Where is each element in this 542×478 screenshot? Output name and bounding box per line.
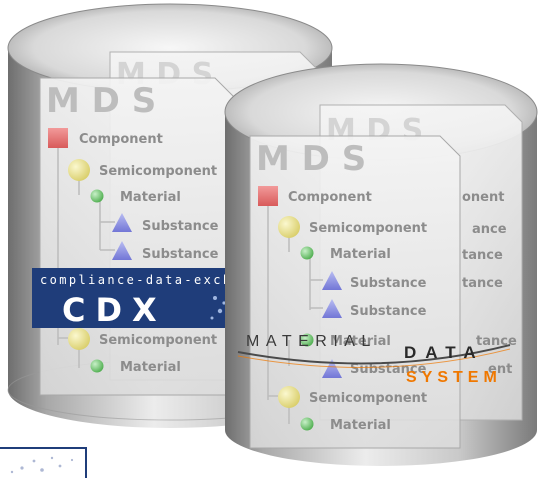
left-semicomponent-circle-icon: [68, 159, 90, 181]
left-tree-label: Semicomponent: [99, 333, 217, 348]
material-data-system-logo: MATERIAL DATA SYSTEM: [237, 333, 511, 386]
left-substance-triangle-icon: [112, 241, 132, 260]
left-substance-triangle-icon: [112, 213, 132, 232]
left-tree-label: Semicomponent: [99, 164, 217, 179]
mds-logo-material: MATERIAL: [246, 333, 377, 350]
right-front-document: M D S Component Semicomponent: [249, 135, 461, 449]
right-tree-label: Material: [330, 418, 391, 433]
left-tree-label: Substance: [142, 247, 219, 262]
left-tree-label: Material: [120, 360, 181, 375]
right-semicomponent-circle-icon: [278, 386, 300, 408]
left-semicomponent-circle-icon: [68, 328, 90, 350]
left-component-square-icon: [48, 128, 68, 148]
right-database-cylinder: M D S onent ance tance tance tance ent M…: [224, 63, 538, 466]
right-material-dot-icon: [300, 333, 314, 347]
right-semicomponent-circle-icon: [278, 216, 300, 238]
mds-logo-swoosh: [237, 344, 511, 365]
left-tree-label: Component: [79, 132, 163, 147]
left-tree-label: Substance: [142, 219, 219, 234]
right-substance-triangle-icon: [322, 299, 342, 318]
cdx-frame-fragment: [0, 447, 87, 478]
right-tree-label: Substance: [350, 304, 427, 319]
left-front-document: M D S Component Semicomponent Ma: [39, 77, 236, 396]
cdx-tagline: compliance-data-exchange: [40, 273, 271, 287]
right-ghost-label: onent: [462, 190, 504, 205]
right-substance-triangle-icon: [322, 271, 342, 290]
cdx-logo: compliance-data-exchange CDX: [32, 268, 271, 329]
right-ghost-label: tance: [462, 248, 503, 263]
right-material-dot-icon: [300, 417, 314, 431]
right-tree-label: Semicomponent: [309, 221, 427, 236]
mds-logo-data: DATA: [404, 343, 485, 362]
right-tree-label: Material: [330, 247, 391, 262]
right-substance-triangle-icon: [322, 359, 342, 378]
right-tree-label: Semicomponent: [309, 391, 427, 406]
right-ghost-label: ent: [488, 362, 512, 377]
right-tree-label: Component: [288, 190, 372, 205]
left-tree-label: Material: [120, 190, 181, 205]
right-ghost-label: ance: [472, 222, 507, 237]
right-tree-label: Substance: [350, 276, 427, 291]
cdx-logo-background: [32, 268, 258, 328]
right-material-dot-icon: [300, 246, 314, 260]
right-tree-label: Material: [330, 334, 391, 349]
cdx-wordmark: CDX: [62, 291, 167, 329]
right-mds-title: M D S: [256, 139, 366, 179]
left-material-dot-icon: [90, 359, 104, 373]
left-material-dot-icon: [90, 189, 104, 203]
right-ghost-label: tance: [462, 276, 503, 291]
left-mds-title: M D S: [46, 81, 156, 121]
mds-logo-system: SYSTEM: [406, 369, 502, 386]
right-component-square-icon: [258, 186, 278, 206]
